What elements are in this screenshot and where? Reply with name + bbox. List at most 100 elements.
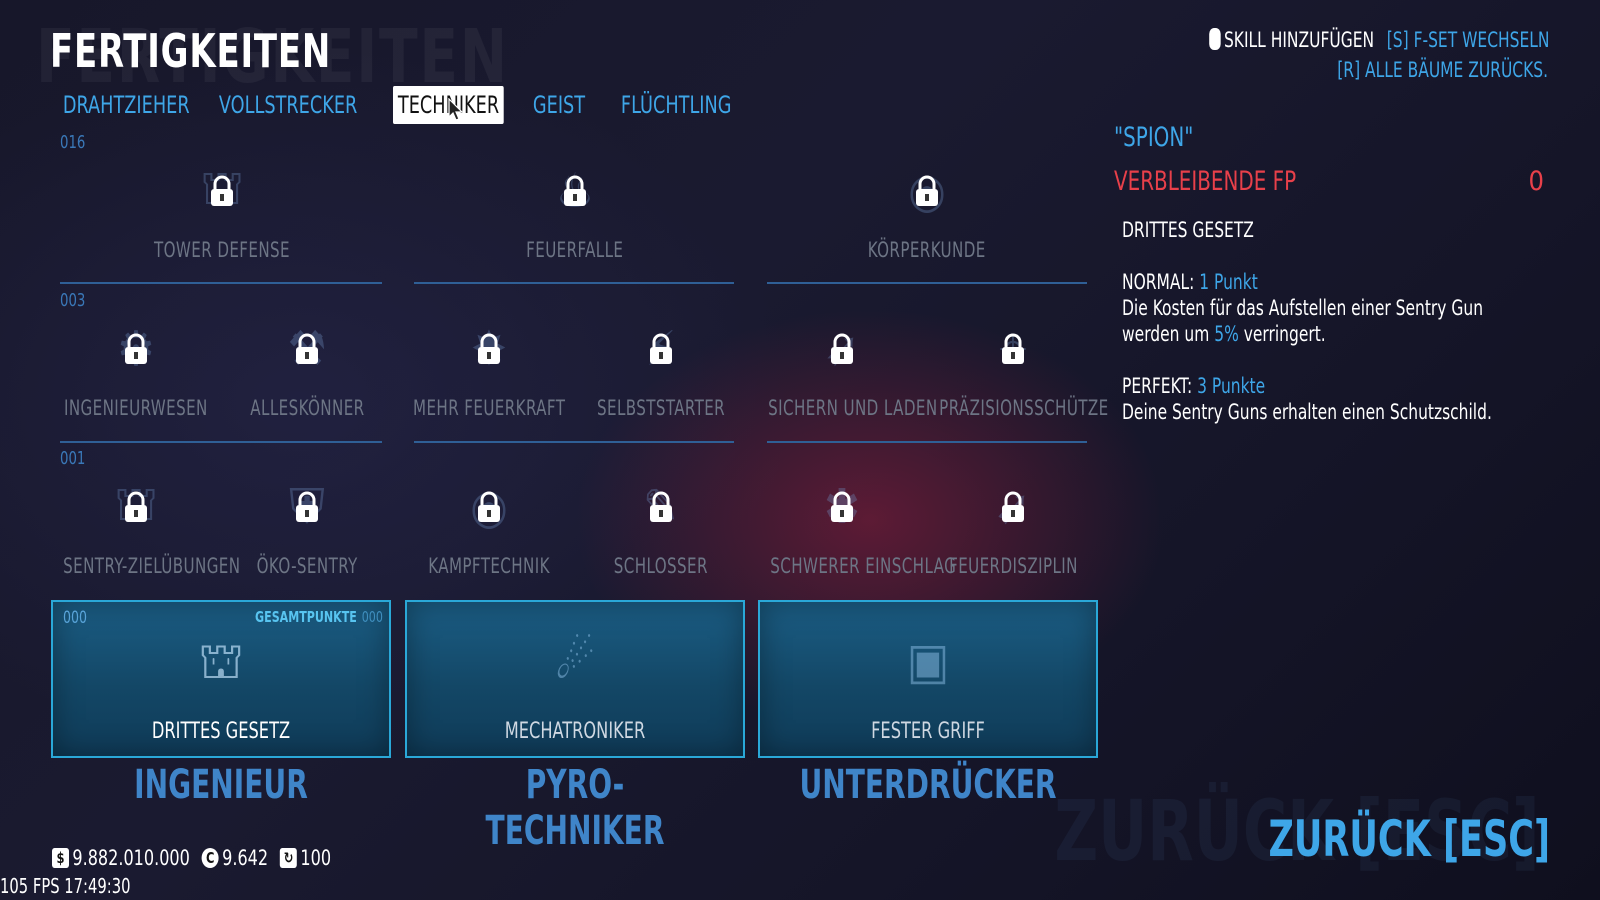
sentry-gun-icon: ⛫ [198, 632, 244, 690]
level-icon: ↻ [280, 848, 298, 868]
coin-icon: C [201, 848, 219, 868]
back-button[interactable]: ZURÜCK [ESC] [1268, 810, 1550, 868]
remaining-points-label: VERBLEIBENDE FP [1114, 166, 1297, 197]
lock-icon [1002, 491, 1024, 522]
skill-label: KÖRPERKUNDE [868, 238, 986, 262]
lock-icon [478, 491, 500, 522]
skill-label: FEUERFALLE [526, 238, 624, 262]
tab-geist[interactable]: GEIST [532, 91, 586, 119]
skill-schwerer-einschlag[interactable]: ✱ SCHWERER EINSCHLAG [747, 472, 956, 578]
tier-label-top: 016 [60, 132, 86, 153]
tab-vollstrecker[interactable]: VOLLSTRECKER [218, 91, 358, 119]
spec-mechatroniker[interactable]: ☄ MECHATRONIKER [405, 600, 745, 758]
skill-label: ÖKO-SENTRY [256, 554, 358, 578]
lock-icon [125, 333, 147, 364]
target-card-icon: ▣ [906, 632, 950, 690]
skill-label: SCHWERER EINSCHLAG [770, 554, 957, 578]
lock-icon [211, 175, 233, 206]
skill-feuerfalle[interactable]: ♨ FEUERFALLE [480, 156, 670, 262]
spec-label: DRITTES GESETZ [151, 719, 291, 744]
mouse-cursor-icon [448, 98, 464, 121]
normal-desc-line2: werden um 5% verringert. [1122, 322, 1326, 346]
selected-skill-name: DRITTES GESETZ [1122, 218, 1254, 242]
lock-icon [650, 491, 672, 522]
skill-label: INGENIEURWESEN [64, 396, 208, 420]
skill-ingenieurwesen[interactable]: ⚙ INGENIEURWESEN [41, 314, 231, 420]
lock-icon [1002, 333, 1024, 364]
skill-praezisionsschuetze[interactable]: ⌖ PRÄZISIONSSCHÜTZE [918, 314, 1109, 421]
normal-tier-line: NORMAL: 1 Punkt [1122, 270, 1258, 294]
coins-value: 9.642 [222, 846, 269, 870]
back-watermark: ZURÜCK [ESC] [1054, 782, 1540, 880]
skill-schlosser[interactable]: ✎ SCHLOSSER [566, 472, 756, 578]
skill-label: SELBSTSTARTER [596, 396, 726, 420]
lock-icon [478, 333, 500, 364]
lock-icon [831, 333, 853, 364]
level-value: 100 [300, 846, 332, 870]
tab-drahtzieher[interactable]: DRAHTZIEHER [62, 91, 190, 119]
remaining-points-value: 0 [1528, 166, 1544, 197]
reset-trees-button[interactable]: [R] ALLE BÄUME ZURÜCKS. [1337, 58, 1548, 82]
skill-mehr-feuerkraft[interactable]: ✸ MEHR FEUERKRAFT [394, 314, 584, 420]
skill-sichern-und-laden[interactable]: ➶ SICHERN UND LADEN [747, 314, 937, 420]
tier-divider [60, 441, 382, 443]
mouse-left-icon [1209, 28, 1221, 50]
spec-fester-griff[interactable]: ▣ FESTER GRIFF [758, 600, 1098, 758]
skill-kampftechnik[interactable]: ◎ KAMPFTECHNIK [394, 472, 584, 578]
lock-icon [125, 491, 147, 522]
skill-label: MEHR FEUERKRAFT [413, 396, 566, 420]
skill-feuerdisziplin[interactable]: ➹ FEUERDISZIPLIN [918, 472, 1108, 578]
tier-divider [60, 282, 382, 284]
skill-label: SICHERN UND LADEN [768, 396, 938, 420]
page-title: FERTIGKEITEN [50, 24, 332, 78]
normal-cost: 1 Punkt [1199, 270, 1258, 294]
skill-label: TOWER DEFENSE [154, 238, 290, 262]
spec-points-count: 000 [63, 608, 87, 628]
total-points-label: GESAMTPUNKTE [255, 608, 357, 626]
switch-set-button[interactable]: [S] F-SET WECHSELN [1387, 28, 1550, 52]
tree-name-pyro-techniker: PYRO-TECHNIKER [485, 762, 665, 854]
skill-label: SENTRY-ZIELÜBUNGEN [63, 554, 241, 578]
tier-divider [767, 282, 1087, 284]
skill-sentry-zieluebungen[interactable]: ⛫ SENTRY-ZIELÜBUNGEN [41, 472, 240, 578]
skill-label: FEUERDISZIPLIN [948, 554, 1078, 578]
skill-oeko-sentry[interactable]: ⛨ ÖKO-SENTRY [212, 472, 402, 579]
skill-tower-defense[interactable]: ⛫ TOWER DEFENSE [127, 156, 317, 262]
skill-alleskoenner[interactable]: ⚒ ALLESKÖNNER [212, 314, 402, 420]
skill-label: SCHLOSSER [613, 554, 709, 578]
lock-icon [831, 491, 853, 522]
perfect-cost: 3 Punkte [1197, 374, 1266, 398]
money-value: 9.882.010.000 [72, 846, 190, 870]
remaining-points: VERBLEIBENDE FP 0 [1114, 166, 1544, 197]
perfect-desc: Deine Sentry Guns erhalten einen Schutzs… [1122, 400, 1492, 424]
title-watermark: FERTIGKEITEN [36, 14, 509, 100]
fps-counter: 105 FPS 17:49:30 [0, 874, 131, 898]
total-points-value: 000 [361, 608, 383, 626]
perfect-tier-line: PERFEKT: 3 Punkte [1122, 374, 1266, 398]
tab-fluechtling[interactable]: FLÜCHTLING [620, 91, 732, 119]
lock-icon [916, 175, 938, 206]
tier-label-middle: 003 [60, 290, 86, 311]
turret-icon: ⛫ [199, 160, 245, 216]
spec-label: MECHATRONIKER [504, 719, 646, 744]
add-skill-hint[interactable]: SKILL HINZUFÜGEN [1209, 28, 1374, 52]
skill-koerperkunde[interactable]: ◎ KÖRPERKUNDE [832, 156, 1022, 262]
skill-label: ALLESKÖNNER [249, 396, 365, 420]
tier-divider [767, 441, 1087, 443]
flamethrower-icon: ☄ [554, 632, 596, 690]
lock-icon [296, 333, 318, 364]
tree-name-unterdruecker: UNTERDRÜCKER [799, 762, 1057, 808]
normal-percent: 5% [1214, 322, 1239, 346]
currency-bar: $ 9.882.010.000 C 9.642 ↻ 100 [52, 846, 331, 870]
tree-name-ingenieur: INGENIEUR [134, 762, 308, 808]
money-icon: $ [52, 848, 69, 868]
skill-label: PRÄZISIONSSCHÜTZE [939, 396, 1109, 420]
tier-divider [414, 282, 734, 284]
tier-divider [414, 441, 734, 443]
lock-icon [564, 175, 586, 206]
normal-desc-line1: Die Kosten für das Aufstellen einer Sent… [1122, 296, 1484, 320]
skill-selbststarter[interactable]: ⚡ SELBSTSTARTER [566, 314, 756, 420]
tier-label-bottom: 001 [60, 448, 86, 469]
